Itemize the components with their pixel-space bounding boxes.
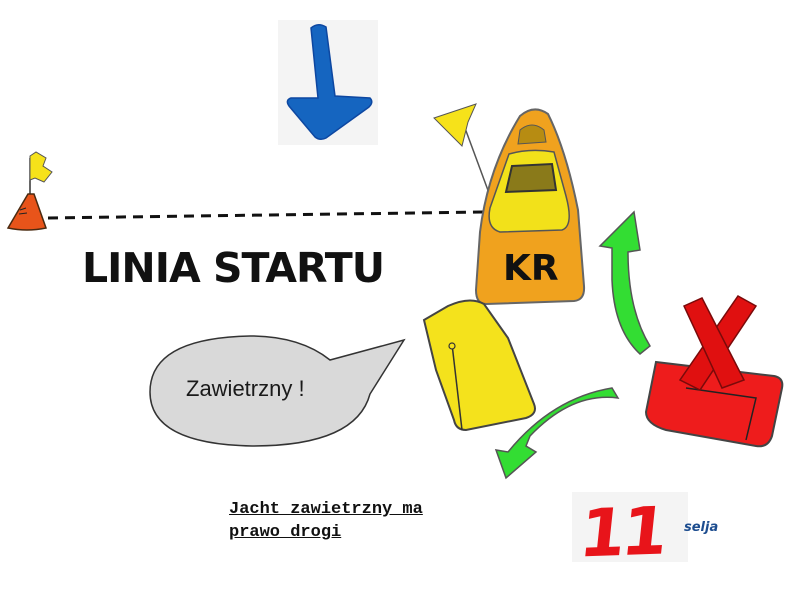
x-mark-icon [682, 297, 746, 389]
leeward-yacht-boom [451, 343, 463, 431]
pin-buoy [6, 151, 53, 231]
windward-yacht [644, 360, 784, 448]
committee-boat-cabin [504, 162, 558, 194]
rule-caption-line-2: prawo drogi [229, 523, 342, 542]
buoy-flag-icon [6, 193, 47, 231]
speech-bubble-text: Zawietrzny ! [186, 376, 305, 401]
rule-logo-backdrop [572, 492, 688, 562]
flag-icon [433, 103, 477, 147]
start-line [47, 210, 487, 220]
wind-direction-arrow [278, 20, 378, 145]
rule-number: 11 [575, 492, 669, 573]
brand-logo: selja [684, 520, 719, 535]
buoy-detail [18, 207, 28, 215]
windward-yacht-boom [685, 387, 757, 441]
penalty-mark [678, 295, 758, 391]
committee-boat [474, 108, 586, 306]
committee-boat-bow [517, 124, 547, 145]
windward-yacht-hull [644, 360, 784, 448]
curved-arrow-icon [494, 387, 620, 480]
down-arrow-icon [286, 24, 373, 141]
rule-caption: Jacht zawietrzny ma prawo drogi [229, 498, 423, 544]
rule-caption-line-1: Jacht zawietrzny ma [229, 500, 423, 519]
leeward-yacht-mast [448, 342, 456, 350]
speech-bubble [149, 335, 406, 447]
committee-boat-label: KR [503, 248, 559, 289]
leeward-yacht-hull [422, 299, 536, 432]
start-line-label: LINIA STARTU [82, 244, 385, 292]
curved-arrow-icon [598, 210, 651, 355]
flag-icon [29, 151, 53, 183]
course-arrows [494, 210, 651, 480]
speech-bubble-shape [149, 335, 406, 447]
leeward-yacht [422, 299, 536, 432]
